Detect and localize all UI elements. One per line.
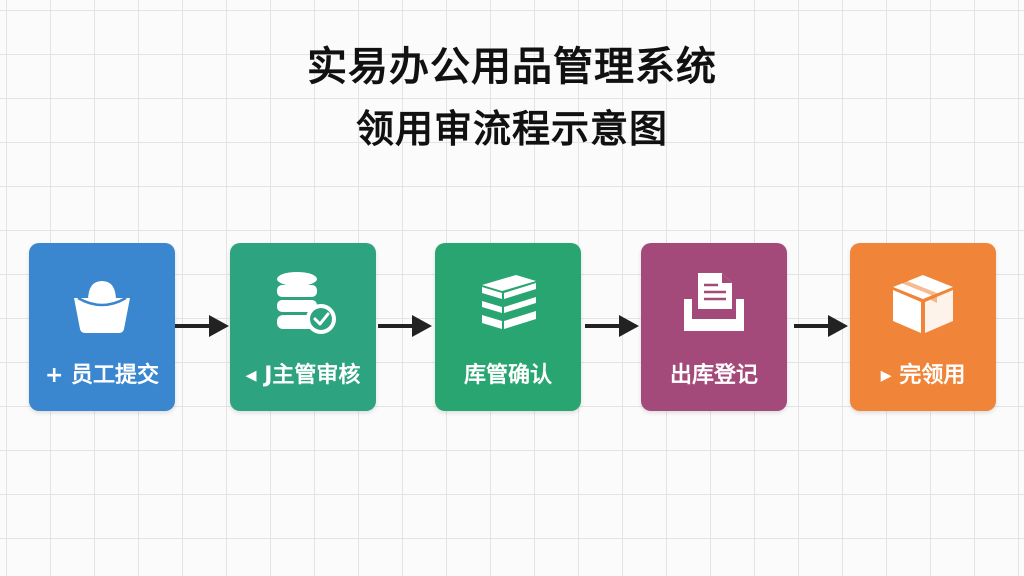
diagram-subtitle: 领用审流程示意图: [355, 107, 668, 151]
bucket-icon: [29, 271, 175, 337]
document-tray-icon: [641, 271, 787, 337]
arrow-right-icon: [378, 312, 434, 340]
arrow-right-icon: [794, 312, 850, 340]
database-check-icon: [230, 271, 376, 337]
diagram-title: 实易办公用品管理系统: [307, 44, 717, 90]
step-employee-submit: + 员工提交: [29, 243, 175, 411]
step-manager-review: ◂ J主管审核: [230, 243, 376, 411]
arrow-right-icon: [585, 312, 641, 340]
step-label: + 员工提交: [44, 363, 160, 388]
step-label: ▸ 完领用: [880, 363, 966, 388]
step-warehouse-confirm: 库管确认: [435, 243, 581, 411]
stack-layers-icon: [435, 271, 581, 337]
step-label: 出库登记: [669, 363, 758, 388]
package-box-icon: [850, 271, 996, 337]
arrow-right-icon: [175, 312, 231, 340]
step-label: ◂ J主管审核: [245, 363, 361, 388]
step-label: 库管确认: [463, 363, 552, 388]
step-complete-receive: ▸ 完领用: [850, 243, 996, 411]
step-outbound-register: 出库登记: [641, 243, 787, 411]
